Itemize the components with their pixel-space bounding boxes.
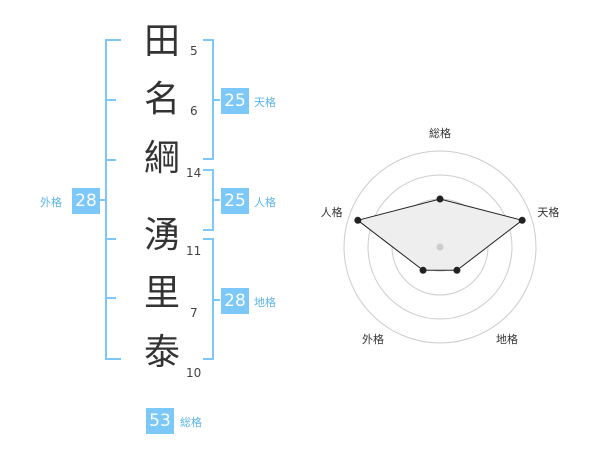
radar-point-1 [436, 195, 444, 203]
name-char-5: 里 [143, 273, 180, 314]
name-char-1: 田 [143, 21, 180, 62]
chikaku-label: 地格 [254, 296, 276, 309]
radar-axis-label-5: 人格 [321, 205, 343, 219]
radar-ring-3 [367, 174, 513, 320]
name-char-2: 名 [143, 79, 180, 120]
radar-center-dot [436, 243, 444, 251]
radar-axis-label-4: 外格 [362, 332, 384, 346]
radar-point-3 [453, 266, 461, 274]
radar-point-4 [419, 266, 427, 274]
chikaku-badge: 28 [221, 288, 249, 314]
stroke-count-2: 6 [190, 104, 198, 118]
radar-axis-label-2: 天格 [537, 205, 559, 219]
tenkaku-label: 天格 [254, 96, 276, 109]
name-char-6: 泰 [143, 332, 180, 373]
tenkaku-badge: 25 [221, 88, 249, 114]
soukaku-label: 総格 [180, 416, 202, 429]
name-char-3: 綱 [143, 138, 180, 179]
name-char-4: 湧 [143, 215, 180, 256]
stroke-count-6: 10 [186, 366, 202, 380]
radar-area [356, 198, 524, 271]
gaikaku-badge: 28 [72, 188, 100, 214]
stroke-count-4: 11 [186, 244, 202, 258]
radar-point-2 [518, 216, 526, 224]
radar-axis-label-1: 総格 [429, 126, 451, 140]
jinkaku-badge: 25 [221, 188, 249, 214]
soukaku-badge: 53 [146, 408, 174, 434]
jinkaku-label: 人格 [254, 196, 276, 209]
stroke-count-1: 5 [190, 44, 198, 58]
stroke-count-5: 7 [190, 306, 198, 320]
radar-axis-label-3: 地格 [496, 332, 518, 346]
radar-ring-4 [343, 150, 537, 344]
radar-point-5 [354, 216, 362, 224]
stroke-count-3: 14 [186, 166, 202, 180]
gaikaku-label: 外格 [40, 196, 62, 209]
